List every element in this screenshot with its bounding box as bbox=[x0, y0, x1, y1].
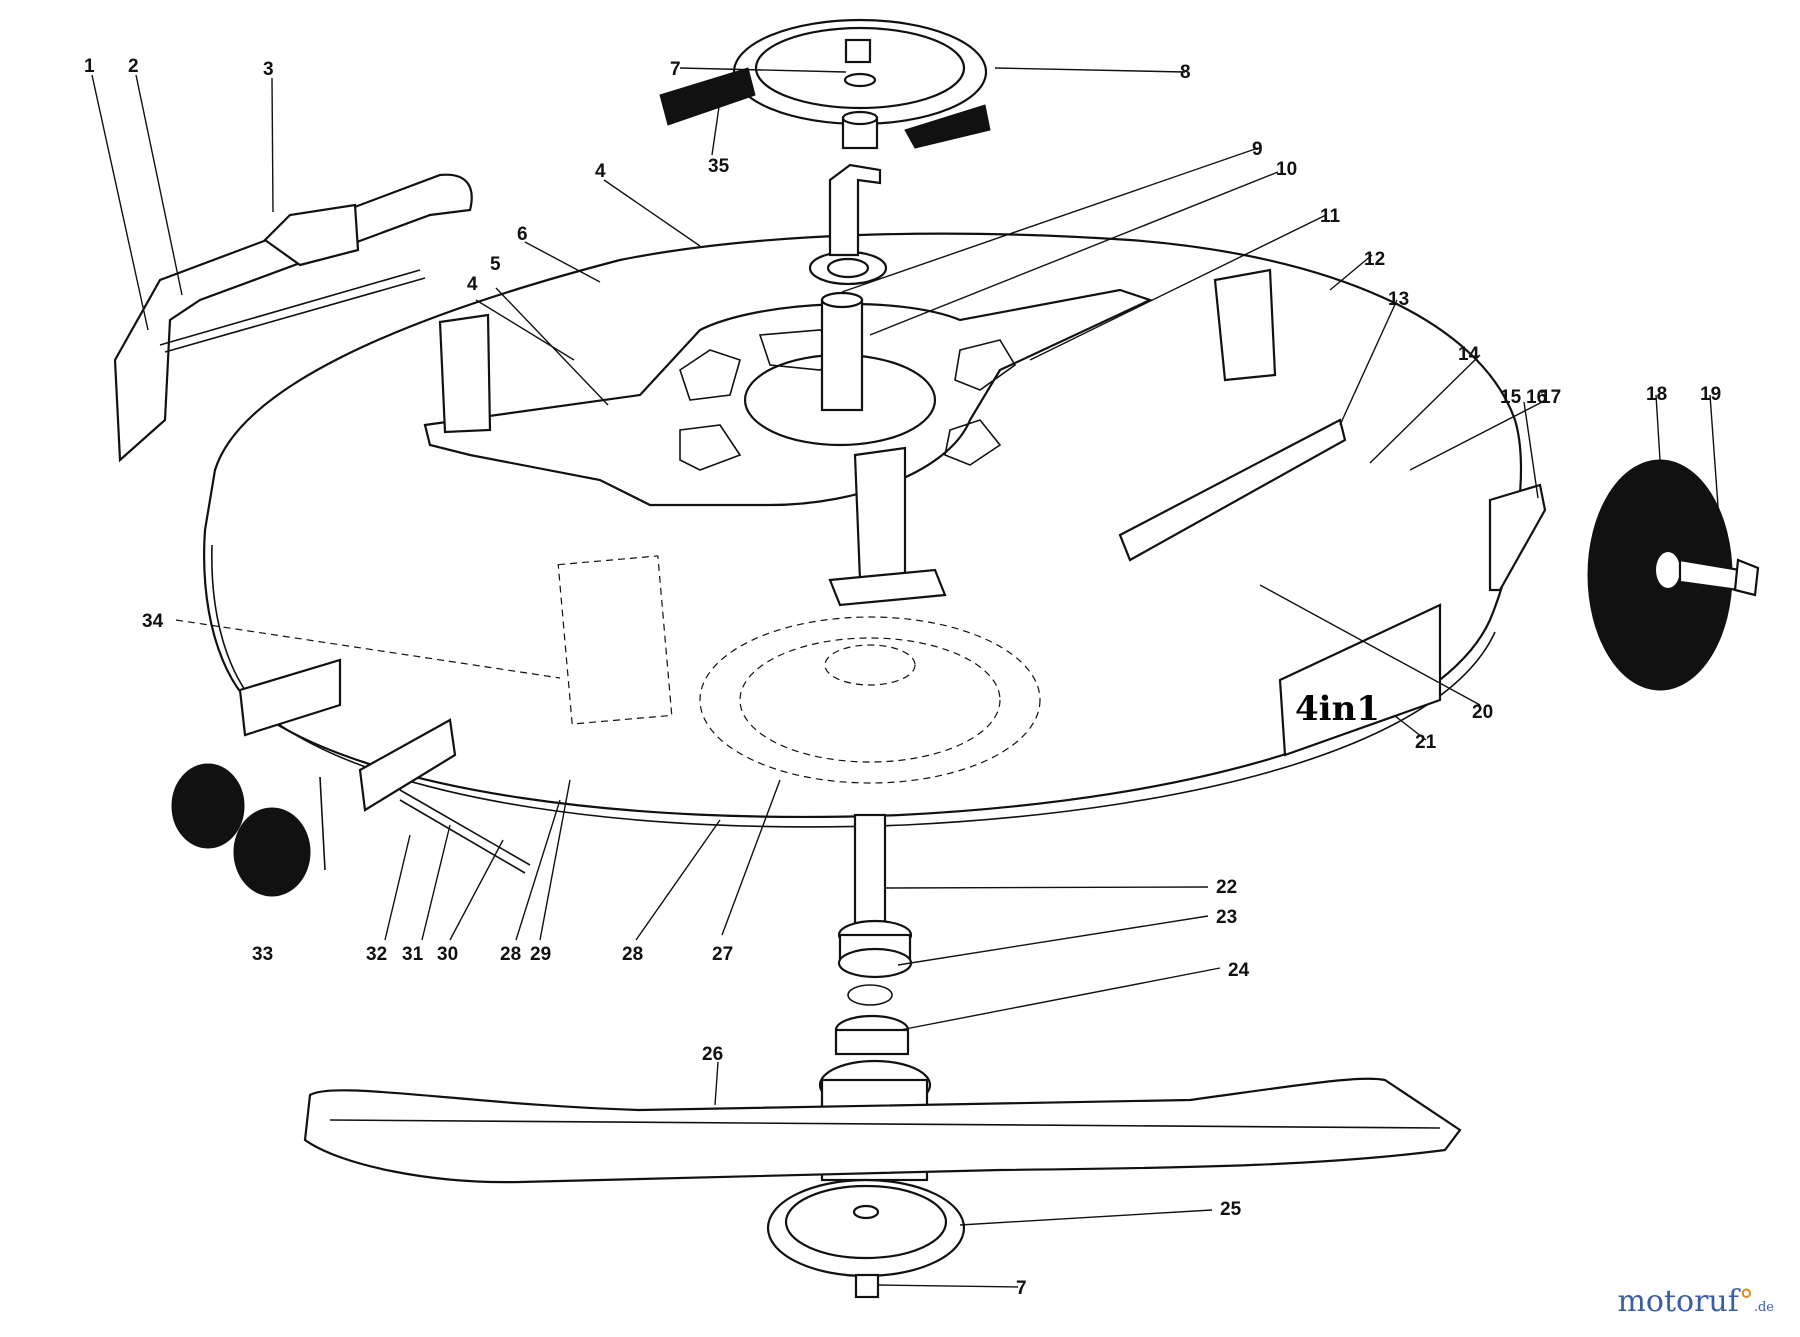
callout-4-top: 4 bbox=[595, 161, 606, 182]
lower-pulley bbox=[766, 1178, 966, 1299]
callout-14: 14 bbox=[1458, 344, 1480, 365]
callout-16: 16 bbox=[1526, 387, 1547, 408]
site-watermark: motoruf°.de bbox=[1617, 1284, 1774, 1319]
idler-bracket bbox=[828, 163, 882, 257]
callout-1: 1 bbox=[84, 56, 95, 77]
bearing-housing-outline bbox=[557, 555, 1041, 784]
drive-belt bbox=[659, 67, 991, 149]
deck-decal: 4in1 bbox=[1278, 603, 1442, 757]
callout-32: 32 bbox=[366, 944, 387, 965]
callout-28-right: 28 bbox=[622, 944, 643, 965]
spindle-post bbox=[808, 250, 888, 412]
callout-17-visible: 17 bbox=[1540, 387, 1561, 408]
callout-28-left: 28 bbox=[500, 944, 521, 965]
front-wheel bbox=[1587, 459, 1760, 691]
leader-lines bbox=[91, 67, 1723, 1288]
callout-31: 31 bbox=[402, 944, 424, 965]
callout-2: 2 bbox=[128, 56, 139, 77]
callout-29: 29 bbox=[530, 944, 551, 965]
callout-33: 33 bbox=[252, 944, 273, 965]
callout-34: 34 bbox=[142, 611, 164, 632]
callout-35: 35 bbox=[708, 156, 730, 177]
callout-22: 22 bbox=[1216, 877, 1237, 898]
decal-text: 4in1 bbox=[1295, 689, 1380, 729]
watermark-tld: .de bbox=[1753, 1300, 1774, 1315]
callout-26: 26 bbox=[702, 1044, 723, 1065]
callout-8: 8 bbox=[1180, 62, 1191, 83]
discharge-chute bbox=[113, 173, 473, 463]
callout-19: 19 bbox=[1700, 384, 1721, 405]
callout-20: 20 bbox=[1472, 702, 1493, 723]
callout-30: 30 bbox=[437, 944, 458, 965]
callout-25: 25 bbox=[1220, 1199, 1242, 1220]
callout-10: 10 bbox=[1276, 159, 1297, 180]
callout-12: 12 bbox=[1364, 249, 1385, 270]
callout-11: 11 bbox=[1320, 206, 1341, 227]
callout-3: 3 bbox=[263, 59, 274, 80]
watermark-brand: motoruf bbox=[1617, 1284, 1739, 1319]
callout-5: 5 bbox=[490, 254, 501, 275]
callout-6: 6 bbox=[517, 224, 528, 245]
rear-rollers bbox=[171, 658, 531, 897]
upper-pulley bbox=[732, 18, 988, 150]
callout-9: 9 bbox=[1252, 139, 1263, 160]
callout-4-left: 4 bbox=[467, 274, 478, 295]
callout-21: 21 bbox=[1415, 732, 1437, 753]
callout-27: 27 bbox=[712, 944, 733, 965]
callout-24: 24 bbox=[1228, 960, 1250, 981]
callout-7-bottom: 7 bbox=[1016, 1278, 1027, 1299]
callout-15: 15 bbox=[1500, 387, 1522, 408]
callout-7-top: 7 bbox=[670, 59, 681, 80]
callout-23: 23 bbox=[1216, 907, 1237, 928]
callout-labels: 1 2 3 4 4 5 6 7 7 8 9 10 11 12 13 14 15 … bbox=[84, 56, 1721, 1299]
deck-brackets bbox=[438, 268, 1547, 607]
callout-13: 13 bbox=[1388, 289, 1409, 310]
callout-18: 18 bbox=[1646, 384, 1667, 405]
watermark-accent: ° bbox=[1738, 1284, 1754, 1319]
mower-blade bbox=[303, 1077, 1462, 1184]
